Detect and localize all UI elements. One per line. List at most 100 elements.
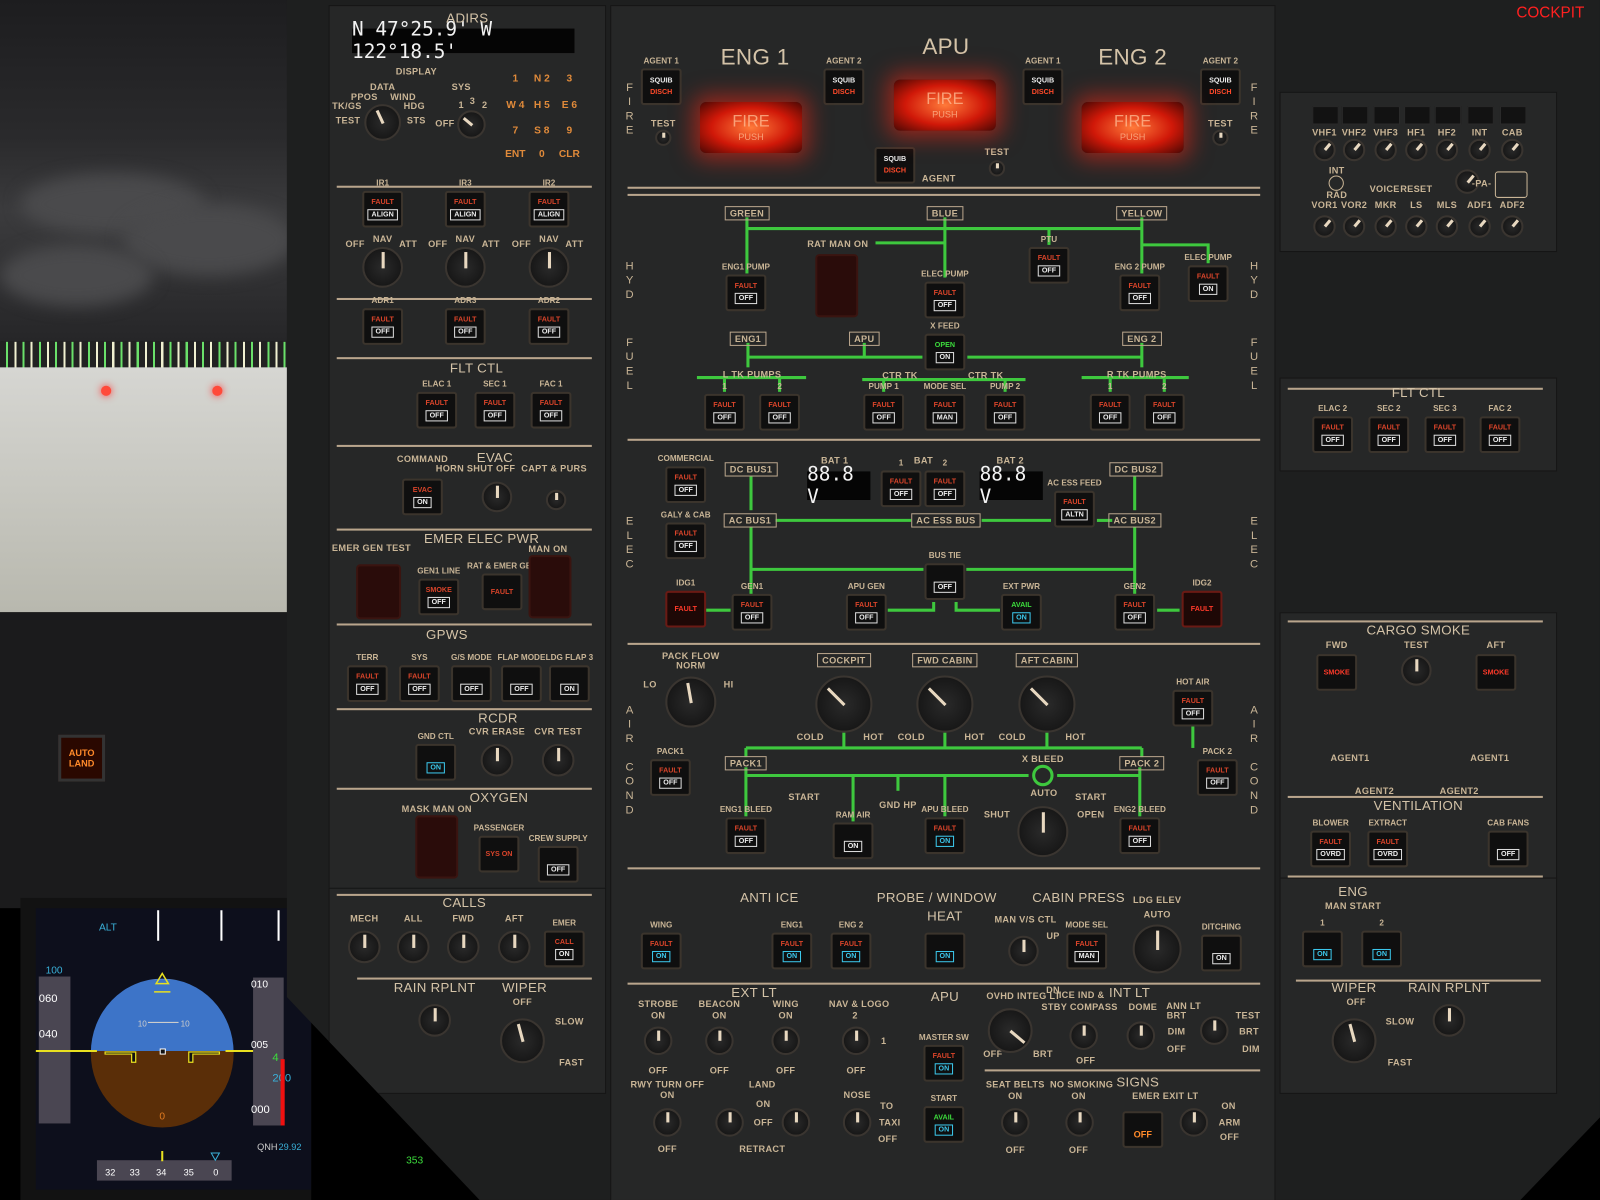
acp-volume-knob[interactable] [1435, 138, 1459, 162]
rotary-knob[interactable] [771, 1026, 800, 1056]
rotary-knob[interactable] [1455, 169, 1480, 194]
rotary-knob[interactable] [418, 1004, 452, 1037]
autoland-button[interactable]: AUTO LAND [58, 734, 106, 782]
keypad-key[interactable]: S 8 [534, 125, 550, 137]
rotary-knob[interactable] [715, 1108, 744, 1137]
rotary-knob[interactable] [364, 104, 402, 141]
keypad-key[interactable]: CLR [558, 148, 580, 161]
acp-volume-knob[interactable] [1313, 215, 1336, 238]
rotary-knob[interactable] [1001, 1108, 1030, 1137]
rotary-knob[interactable] [362, 246, 404, 288]
cab-fans-pushbutton[interactable]: OFF [1487, 830, 1529, 868]
keypad-key[interactable]: 3 [566, 73, 573, 85]
rotary-knob[interactable] [643, 1026, 673, 1056]
rotary-knob[interactable] [1199, 1016, 1229, 1045]
rotary-knob[interactable] [528, 246, 570, 288]
keypad-key[interactable]: ENT [505, 148, 526, 161]
bus-tie-pushbutton[interactable]: OFF [924, 563, 966, 600]
g-s-mode-pushbutton[interactable]: OFF [451, 665, 492, 703]
button-pushbutton[interactable]: OFF [1122, 1111, 1164, 1148]
rotary-knob[interactable] [916, 675, 974, 733]
acp-volume-knob[interactable] [1405, 138, 1428, 162]
rotary-knob[interactable] [842, 1108, 872, 1137]
rotary-knob[interactable] [1065, 1108, 1094, 1137]
rotary-knob[interactable] [781, 1108, 811, 1137]
pa-button[interactable] [1494, 171, 1528, 198]
rotary-knob[interactable] [396, 930, 430, 964]
rotary-knob[interactable] [1212, 129, 1229, 146]
acp-volume-knob[interactable] [1468, 138, 1491, 162]
rotary-knob[interactable] [1432, 1004, 1466, 1037]
flap-mode-pushbutton[interactable]: OFF [501, 665, 542, 703]
rotary-knob[interactable] [987, 1008, 1033, 1054]
rotary-knob[interactable] [815, 675, 873, 733]
acp-reset[interactable]: RESET [1400, 183, 1433, 194]
rotary-knob[interactable] [1401, 655, 1432, 686]
acp-volume-knob[interactable] [1342, 138, 1366, 162]
rotary-knob[interactable] [481, 481, 513, 513]
guarded-switch-cover[interactable] [528, 555, 572, 619]
ram-air-pushbutton[interactable]: ON [832, 822, 874, 860]
rotary-knob[interactable] [653, 1108, 682, 1137]
guarded-switch-cover[interactable] [815, 254, 859, 318]
acp-volume-knob[interactable] [1405, 215, 1428, 238]
rotary-knob[interactable] [347, 930, 381, 964]
guarded-switch-cover[interactable] [415, 815, 459, 879]
rotary-knob[interactable] [1008, 935, 1039, 967]
passenger-pushbutton[interactable]: SYS ON [478, 835, 520, 873]
smoke-pushbutton[interactable]: SMOKE [1475, 654, 1517, 691]
ditching-pushbutton[interactable]: ON [1201, 934, 1242, 972]
rotary-knob[interactable] [655, 129, 672, 146]
acp-volume-knob[interactable] [1435, 215, 1459, 238]
keypad-key[interactable]: 1 [512, 73, 519, 85]
rotary-knob[interactable] [1331, 1018, 1377, 1064]
1-pushbutton[interactable]: ON [1302, 930, 1343, 968]
rotary-knob[interactable] [541, 743, 575, 777]
keypad-key[interactable]: W 4 [506, 99, 525, 112]
idg2-pushbutton[interactable]: FAULT [1181, 590, 1223, 628]
ldg-flap-3-pushbutton[interactable]: ON [548, 665, 590, 703]
rotary-knob[interactable] [1017, 806, 1069, 858]
